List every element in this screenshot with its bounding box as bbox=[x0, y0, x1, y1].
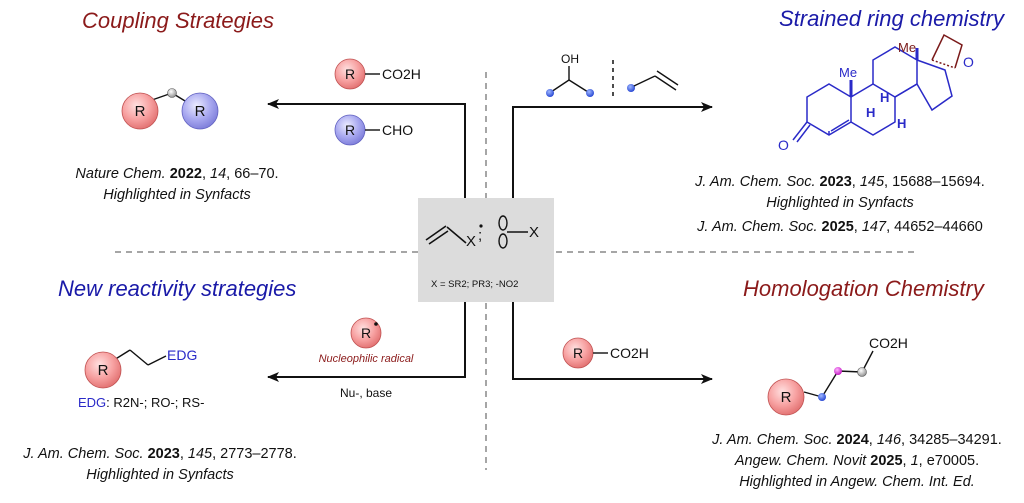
oxetane-ring bbox=[931, 33, 963, 69]
svg-text:R: R bbox=[361, 325, 371, 341]
steroid-ketone-o: O bbox=[778, 137, 789, 153]
svg-text:R: R bbox=[573, 345, 583, 361]
carbenoid-x-structure: X bbox=[498, 215, 539, 249]
coupling-title: Coupling Strategies bbox=[82, 8, 275, 33]
svg-text:R: R bbox=[345, 66, 355, 82]
coupling-reference: Nature Chem. 2022, 14, 66–70. Highlighte… bbox=[12, 164, 342, 206]
steroid-h-label-3: H bbox=[897, 116, 906, 131]
strained-highlight: Highlighted in Synfacts bbox=[766, 195, 914, 211]
svg-text:R: R bbox=[98, 362, 109, 379]
reactivity-reference: J. Am. Chem. Soc. 2023, 145, 2773–2778. … bbox=[0, 444, 320, 486]
arrow-coupling bbox=[267, 99, 466, 198]
strained-reagent-alcohol: OH bbox=[546, 52, 594, 97]
steroid-h-label-2: H bbox=[866, 105, 875, 120]
homologation-reagent-acid: R CO2H bbox=[562, 337, 649, 369]
vinyl-x-structure: X ; bbox=[425, 224, 483, 250]
homologation-citation-2: Angew. Chem. Novit 2025, 1, e70005. bbox=[734, 453, 980, 469]
steroid-me-label: Me bbox=[839, 65, 857, 80]
radical-reagent: R bbox=[350, 317, 382, 349]
coupling-highlight: Highlighted in Synfacts bbox=[103, 187, 251, 203]
strained-reference: J. Am. Chem. Soc. 2023, 145, 15688–15694… bbox=[660, 172, 1020, 238]
coupling-aldehyde-label: CHO bbox=[382, 122, 413, 138]
homologation-reference: J. Am. Chem. Soc. 2024, 146, 34285–34291… bbox=[690, 430, 1024, 493]
reactivity-product: R EDG bbox=[84, 347, 197, 389]
svg-text:;: ; bbox=[478, 227, 482, 244]
oxetane-o: O bbox=[963, 54, 974, 70]
product-edg-label: EDG bbox=[167, 347, 197, 363]
arrow-strained bbox=[512, 102, 713, 198]
center-box bbox=[418, 198, 554, 302]
radical-label: Nucleophilic radical bbox=[319, 353, 414, 365]
strained-citation-2: J. Am. Chem. Soc. 2025, 147, 44652–44660 bbox=[697, 219, 983, 235]
homologation-highlight: Highlighted in Angew. Chem. Int. Ed. bbox=[739, 474, 975, 490]
reactivity-highlight: Highlighted in Synfacts bbox=[86, 467, 234, 483]
reactivity-title: New reactivity strategies bbox=[58, 276, 297, 301]
steroid-me-label-2: Me bbox=[898, 40, 916, 55]
coupling-product: R R bbox=[121, 88, 219, 130]
nu-base-label: Nu-, base bbox=[340, 386, 392, 400]
coupling-reagent-aldehyde: R CHO bbox=[334, 114, 413, 146]
coupling-acid-label: CO2H bbox=[382, 66, 421, 82]
svg-text:R: R bbox=[345, 122, 355, 138]
coupling-reagent-acid: R CO2H bbox=[334, 58, 421, 90]
steroid-structure bbox=[792, 46, 953, 143]
homologation-citation-1: J. Am. Chem. Soc. 2024, 146, 34285–34291… bbox=[712, 432, 1002, 448]
carbenoid-x-label: X bbox=[529, 224, 539, 241]
svg-text:R: R bbox=[135, 103, 146, 120]
steroid-h-label: H bbox=[880, 90, 889, 105]
strained-title: Strained ring chemistry bbox=[779, 6, 1004, 31]
strained-reagent-alkene bbox=[627, 70, 679, 92]
edg-definition: EDG: R2N-; RO-; RS- bbox=[78, 395, 204, 410]
reactivity-citation: J. Am. Chem. Soc. 2023, 145, 2773–2778. bbox=[23, 446, 297, 462]
homologation-product: R CO2H bbox=[767, 335, 908, 416]
arrow-homologation bbox=[512, 302, 713, 384]
strained-oh-label: OH bbox=[561, 52, 579, 66]
x-definition: X = SR2; PR3; -NO2 bbox=[431, 279, 518, 290]
svg-text:R: R bbox=[195, 103, 206, 120]
vinyl-x-label: X bbox=[466, 233, 476, 250]
strained-citation-1: J. Am. Chem. Soc. 2023, 145, 15688–15694… bbox=[695, 174, 985, 190]
product-acid-label: CO2H bbox=[869, 335, 908, 351]
coupling-citation: Nature Chem. 2022, 14, 66–70. bbox=[75, 166, 279, 182]
svg-text:R: R bbox=[781, 389, 792, 406]
arrow-reactivity bbox=[267, 302, 466, 382]
homologation-title: Homologation Chemistry bbox=[743, 276, 984, 301]
homologation-acid-label: CO2H bbox=[610, 345, 649, 361]
